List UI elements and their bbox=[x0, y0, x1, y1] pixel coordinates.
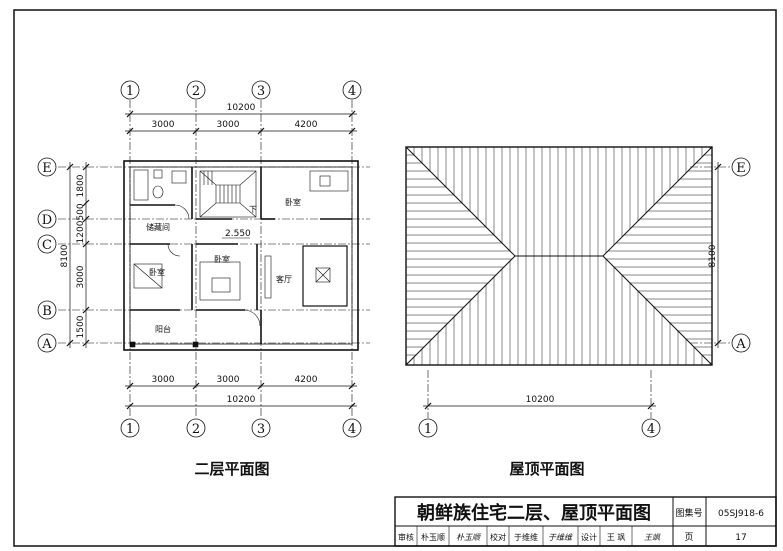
designer-signature: 王飒 bbox=[644, 533, 661, 542]
dim-span-b-a: 1500 bbox=[76, 315, 86, 338]
room-label-bedroom-ne: 卧室 bbox=[285, 197, 301, 207]
room-label-bedroom-c: 卧室 bbox=[214, 254, 230, 264]
dim-span-d-c: 1200 bbox=[76, 220, 86, 243]
title-block: 朝鲜族住宅二层、屋顶平面图 图集号 05SJ918-6 审核 朴玉顺 朴玉顺 校… bbox=[394, 496, 777, 547]
walls bbox=[123, 160, 359, 351]
atlas-number: 05SJ918-6 bbox=[718, 509, 764, 519]
room-label-storage: 储藏间 bbox=[146, 222, 170, 232]
dim-overall-width-top: 10200 bbox=[227, 103, 256, 113]
designer-name: 王 飒 bbox=[607, 532, 626, 542]
axis-label-2-top: 2 bbox=[192, 84, 200, 99]
roof-axis-label-4: 4 bbox=[647, 422, 655, 437]
stair-down-label: 下 bbox=[249, 205, 257, 214]
axis-label-a: A bbox=[41, 337, 52, 352]
axis-label-1-bottom: 1 bbox=[126, 422, 134, 437]
axis-label-e: E bbox=[42, 161, 52, 176]
dim-span-3-4-bottom: 4200 bbox=[295, 375, 318, 385]
check-label: 校对 bbox=[490, 532, 506, 542]
roof-rafter-hatch bbox=[406, 147, 712, 365]
roof-plan-title: 屋顶平面图 bbox=[509, 460, 584, 478]
dimension-lines bbox=[66, 110, 357, 410]
axis-label-3-bottom: 3 bbox=[257, 422, 265, 437]
dim-span-3-4-top: 4200 bbox=[295, 120, 318, 130]
dim-overall-depth: 8100 bbox=[60, 244, 70, 267]
dim-span-e-d1: 1800 bbox=[76, 174, 86, 197]
furniture bbox=[129, 169, 349, 348]
dim-overall-width-bottom: 10200 bbox=[227, 395, 256, 405]
axis-bubbles bbox=[37, 80, 362, 438]
axis-label-d: D bbox=[42, 213, 52, 228]
dim-span-c-b: 3000 bbox=[76, 265, 86, 288]
roof-grid-lines bbox=[427, 166, 732, 418]
roof-plan: 8100 10200 E A 1 4 屋顶平面图 bbox=[405, 146, 751, 478]
axis-label-b: B bbox=[42, 304, 52, 319]
roof-hip-ridge-lines bbox=[405, 146, 713, 366]
floor-elevation: 2.550 bbox=[225, 229, 251, 239]
roof-axis-label-e: E bbox=[736, 161, 746, 176]
roof-dim-depth: 8100 bbox=[708, 244, 718, 267]
roof-dim-width: 10200 bbox=[526, 395, 555, 405]
second-floor-plan: 10200 3000 3000 4200 3000 3000 4200 1020… bbox=[37, 80, 370, 478]
axis-label-c: C bbox=[42, 238, 52, 253]
room-label-living: 客厅 bbox=[276, 274, 292, 284]
dim-span-d1-d: 500 bbox=[76, 203, 86, 220]
checker-name: 于维维 bbox=[514, 532, 538, 542]
reviewer-name: 朴玉顺 bbox=[421, 532, 445, 542]
axis-label-1-top: 1 bbox=[126, 84, 134, 99]
reviewer-signature: 朴玉顺 bbox=[456, 533, 482, 542]
design-label: 设计 bbox=[581, 532, 597, 542]
second-floor-plan-title: 二层平面图 bbox=[194, 460, 269, 478]
review-label: 审核 bbox=[398, 532, 414, 542]
page-label: 页 bbox=[684, 532, 693, 543]
axis-label-2-bottom: 2 bbox=[192, 422, 200, 437]
page-number: 17 bbox=[735, 533, 746, 543]
room-label-bedroom-w: 卧室 bbox=[149, 267, 165, 277]
dim-span-2-3-top: 3000 bbox=[217, 120, 240, 130]
roof-eave-outline bbox=[405, 146, 713, 366]
drawing-title: 朝鲜族住宅二层、屋顶平面图 bbox=[417, 502, 651, 524]
room-label-balcony: 阳台 bbox=[155, 324, 171, 334]
axis-label-4-top: 4 bbox=[348, 84, 356, 99]
atlas-label: 图集号 bbox=[675, 507, 702, 519]
checker-signature: 于维维 bbox=[548, 533, 573, 542]
axis-label-4-bottom: 4 bbox=[348, 422, 356, 437]
roof-axis-label-a: A bbox=[735, 337, 746, 352]
axis-label-3-top: 3 bbox=[257, 84, 265, 99]
dim-span-2-3-bottom: 3000 bbox=[217, 375, 240, 385]
dim-span-1-2-bottom: 3000 bbox=[152, 375, 175, 385]
roof-axis-label-1: 1 bbox=[424, 422, 432, 437]
dim-span-1-2-top: 3000 bbox=[152, 120, 175, 130]
